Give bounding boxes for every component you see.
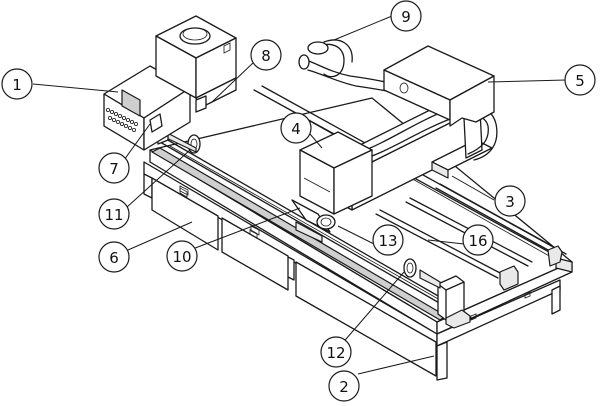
leader-7 (123, 123, 151, 161)
svg-text:9: 9 (401, 8, 411, 26)
display-screen (121, 89, 141, 117)
leader-2 (357, 355, 435, 375)
control-buttons (106, 108, 138, 132)
callout-4: 4 (280, 112, 312, 144)
leader-11 (125, 149, 191, 209)
callout-9: 9 (390, 0, 422, 32)
callout-8: 8 (250, 39, 282, 71)
svg-text:10: 10 (172, 248, 191, 266)
svg-text:5: 5 (575, 72, 585, 90)
svg-text:8: 8 (261, 47, 271, 65)
drawer-left (151, 177, 219, 251)
rail-end-bracket (195, 95, 207, 113)
callout-11: 11 (98, 198, 130, 230)
svg-text:11: 11 (104, 206, 123, 224)
leader-6 (127, 221, 193, 251)
svg-text:12: 12 (326, 344, 345, 362)
leader-5 (487, 79, 567, 83)
callout-16: 16 (462, 224, 494, 256)
svg-text:13: 13 (378, 232, 397, 250)
callout-12: 12 (320, 336, 352, 368)
bed-frame (143, 97, 573, 381)
leader-13 (337, 225, 375, 245)
svg-text:2: 2 (339, 378, 349, 396)
leader-3 (451, 175, 495, 201)
callout-1: 1 (1, 68, 33, 100)
callout-13: 13 (372, 224, 404, 256)
callout-6: 6 (98, 241, 130, 273)
leader-12 (339, 271, 405, 347)
leader-lines (32, 15, 567, 375)
rear-cabinet (383, 45, 495, 127)
leader-4 (309, 133, 323, 149)
drawer-middle (221, 217, 289, 291)
callout-10: 10 (166, 240, 198, 272)
svg-text:16: 16 (468, 232, 487, 250)
svg-text:6: 6 (109, 249, 119, 267)
leader-8 (211, 61, 255, 103)
leader-1 (32, 83, 119, 93)
torch-carriage (291, 131, 373, 243)
drawer-right (295, 261, 437, 377)
svg-text:1: 1 (12, 76, 22, 94)
svg-text:4: 4 (291, 120, 301, 138)
callout-5: 5 (564, 64, 596, 96)
svg-text:7: 7 (109, 160, 119, 178)
leader-9 (333, 15, 393, 41)
callout-2: 2 (328, 370, 360, 402)
leader-16 (427, 239, 465, 245)
callout-7: 7 (98, 152, 130, 184)
svg-text:3: 3 (505, 193, 515, 211)
callout-3: 3 (494, 185, 526, 217)
leader-10 (189, 207, 301, 251)
front-rail-motor (403, 258, 471, 329)
power-supply-box (155, 15, 237, 109)
